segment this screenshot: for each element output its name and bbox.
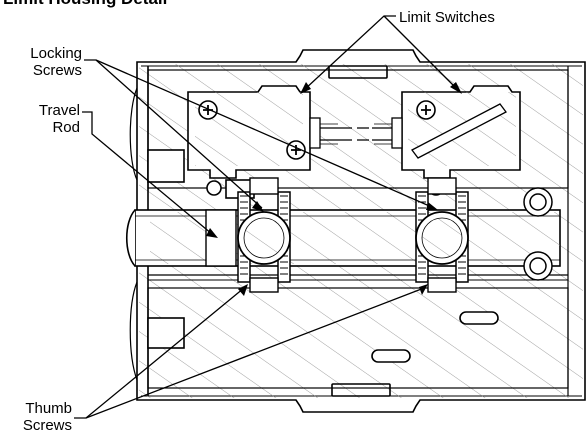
limit-switch-right bbox=[372, 85, 521, 196]
limit-switch-left bbox=[187, 85, 340, 199]
travel-rod-label-line2: Rod bbox=[52, 119, 80, 136]
travel-rod bbox=[126, 209, 561, 267]
locking-screws-label-line1: Locking bbox=[30, 45, 82, 62]
thumb-screw-left bbox=[237, 177, 291, 293]
mounting-holes bbox=[523, 187, 553, 281]
limit-switches-label: Limit Switches bbox=[399, 9, 495, 26]
leader-arrowheads bbox=[206, 82, 462, 296]
travel-rod-label-line1: Travel bbox=[39, 102, 80, 119]
leader-lines bbox=[74, 15, 459, 419]
thumb-screws-label-line2: Screws bbox=[23, 417, 72, 434]
locking-screws-label-line2: Screws bbox=[33, 62, 82, 79]
thumb-screws-label-line1: Thumb bbox=[25, 400, 72, 417]
thumb-screw-right bbox=[415, 177, 469, 293]
diagram-title: Limit Housing Detail bbox=[3, 0, 167, 8]
switch-connection bbox=[340, 127, 372, 141]
